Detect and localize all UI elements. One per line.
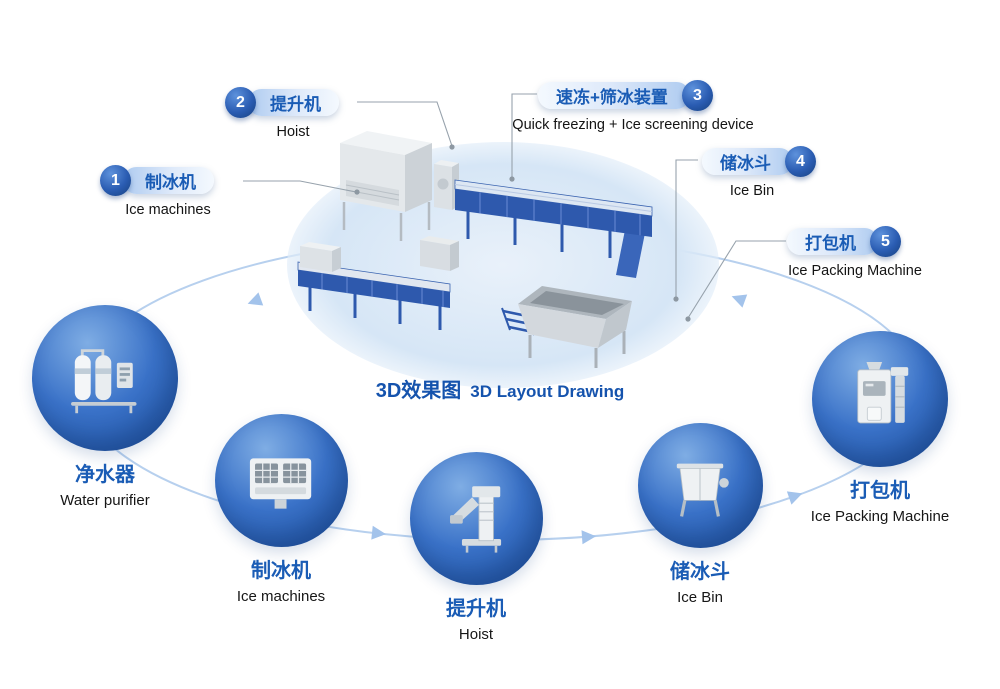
callout-english-label: Quick freezing + Ice screening device (512, 117, 754, 133)
outfeed-conveyor-3d (297, 242, 451, 330)
transfer-unit-3d (420, 236, 459, 271)
station-ice-bin: 储冰斗 Ice Bin (620, 423, 780, 606)
callout-number-badge: 3 (681, 80, 713, 111)
callout-english-label: Ice machines (125, 202, 211, 218)
flow-arrowheads (247, 292, 803, 545)
station-circle (409, 452, 543, 585)
callout-pill-label: 储冰斗 (702, 148, 793, 175)
water-purifier-icon (71, 349, 137, 414)
leader-line-hoist (357, 101, 453, 147)
station-label-zh: 打包机 (850, 480, 910, 502)
flow-arrowhead (731, 294, 748, 308)
diagram-title-en: 3D Layout Drawing (470, 382, 625, 401)
station-ice-machine: 制冰机 Ice machines (201, 414, 361, 605)
callout-row: 储冰斗 4 (702, 146, 816, 177)
station-circle (812, 331, 948, 467)
station-label-zh: 制冰机 (251, 560, 311, 582)
callout-ice-bin: 储冰斗 4 Ice Bin (702, 146, 816, 199)
leader-line-freezing (511, 93, 537, 178)
diagram-title-zh: 3D效果图 (375, 380, 462, 402)
station-label-en: Ice Bin (677, 589, 723, 606)
flow-arrowhead (581, 530, 596, 545)
ice-machine-icon (250, 458, 312, 509)
callout-row: 速冻+筛冰装置 3 (538, 80, 713, 111)
station-label-en: Ice Packing Machine (810, 508, 950, 525)
diagram-title: 3D效果图 3D Layout Drawing (0, 374, 1000, 403)
callout-row: 2 提升机 (225, 87, 339, 118)
callout-packing-machine: 打包机 5 Ice Packing Machine (787, 226, 922, 279)
station-label-zh: 净水器 (75, 464, 135, 486)
station-label-en: Water purifier (60, 492, 150, 509)
leader-line-ice-machines (243, 180, 357, 193)
callout-row: 打包机 5 (787, 226, 901, 257)
freezing-screening-conveyor-3d (454, 179, 653, 278)
flow-arrowhead (371, 525, 386, 540)
callout-english-label: Hoist (276, 124, 310, 140)
callout-number-badge: 2 (225, 87, 256, 118)
callout-number-badge: 5 (870, 226, 901, 257)
station-circle (32, 305, 178, 451)
callout-pill-label: 打包机 (787, 228, 878, 255)
leader-line-ice-bin (675, 159, 698, 298)
station-circle (214, 414, 348, 547)
station-circle (637, 423, 763, 548)
station-packing-machine: 打包机 Ice Packing Machine (790, 331, 970, 525)
leader-line-dots (354, 144, 691, 322)
callout-pill-label: 速冻+筛冰装置 (538, 82, 690, 109)
station-label-en: Ice machines (236, 588, 326, 605)
callout-ice-machines: 1 制冰机 Ice machines (100, 165, 214, 218)
callout-hoist: 2 提升机 Hoist (225, 87, 339, 140)
callout-pill-label: 提升机 (248, 89, 339, 116)
callout-english-label: Ice Bin (729, 183, 775, 199)
ice-machine-3d (340, 131, 432, 241)
station-water-purifier: 净水器 Water purifier (25, 305, 185, 509)
callout-number-badge: 4 (785, 146, 816, 177)
ice-bin-3d (518, 286, 632, 368)
callout-number-badge: 1 (100, 165, 131, 196)
callout-pill-label: 制冰机 (123, 167, 214, 194)
callout-row: 1 制冰机 (100, 165, 214, 196)
callout-english-label: Ice Packing Machine (788, 263, 922, 279)
production-line-3d (297, 131, 653, 368)
leader-lines (243, 93, 786, 319)
callout-freezing-screening: 速冻+筛冰装置 3 Quick freezing + Ice screening… (512, 80, 754, 133)
flow-arrowhead (247, 292, 264, 306)
hoist-icon (450, 486, 502, 553)
flow-arrowhead (786, 491, 803, 505)
ice-bin-icon (676, 463, 729, 517)
station-label-en: Hoist (458, 626, 494, 643)
packing-machine-icon (857, 362, 909, 424)
station-hoist: 提升机 Hoist (396, 452, 556, 643)
station-label-zh: 储冰斗 (670, 561, 730, 583)
station-label-zh: 提升机 (446, 598, 506, 620)
leader-line-packing (687, 240, 786, 319)
